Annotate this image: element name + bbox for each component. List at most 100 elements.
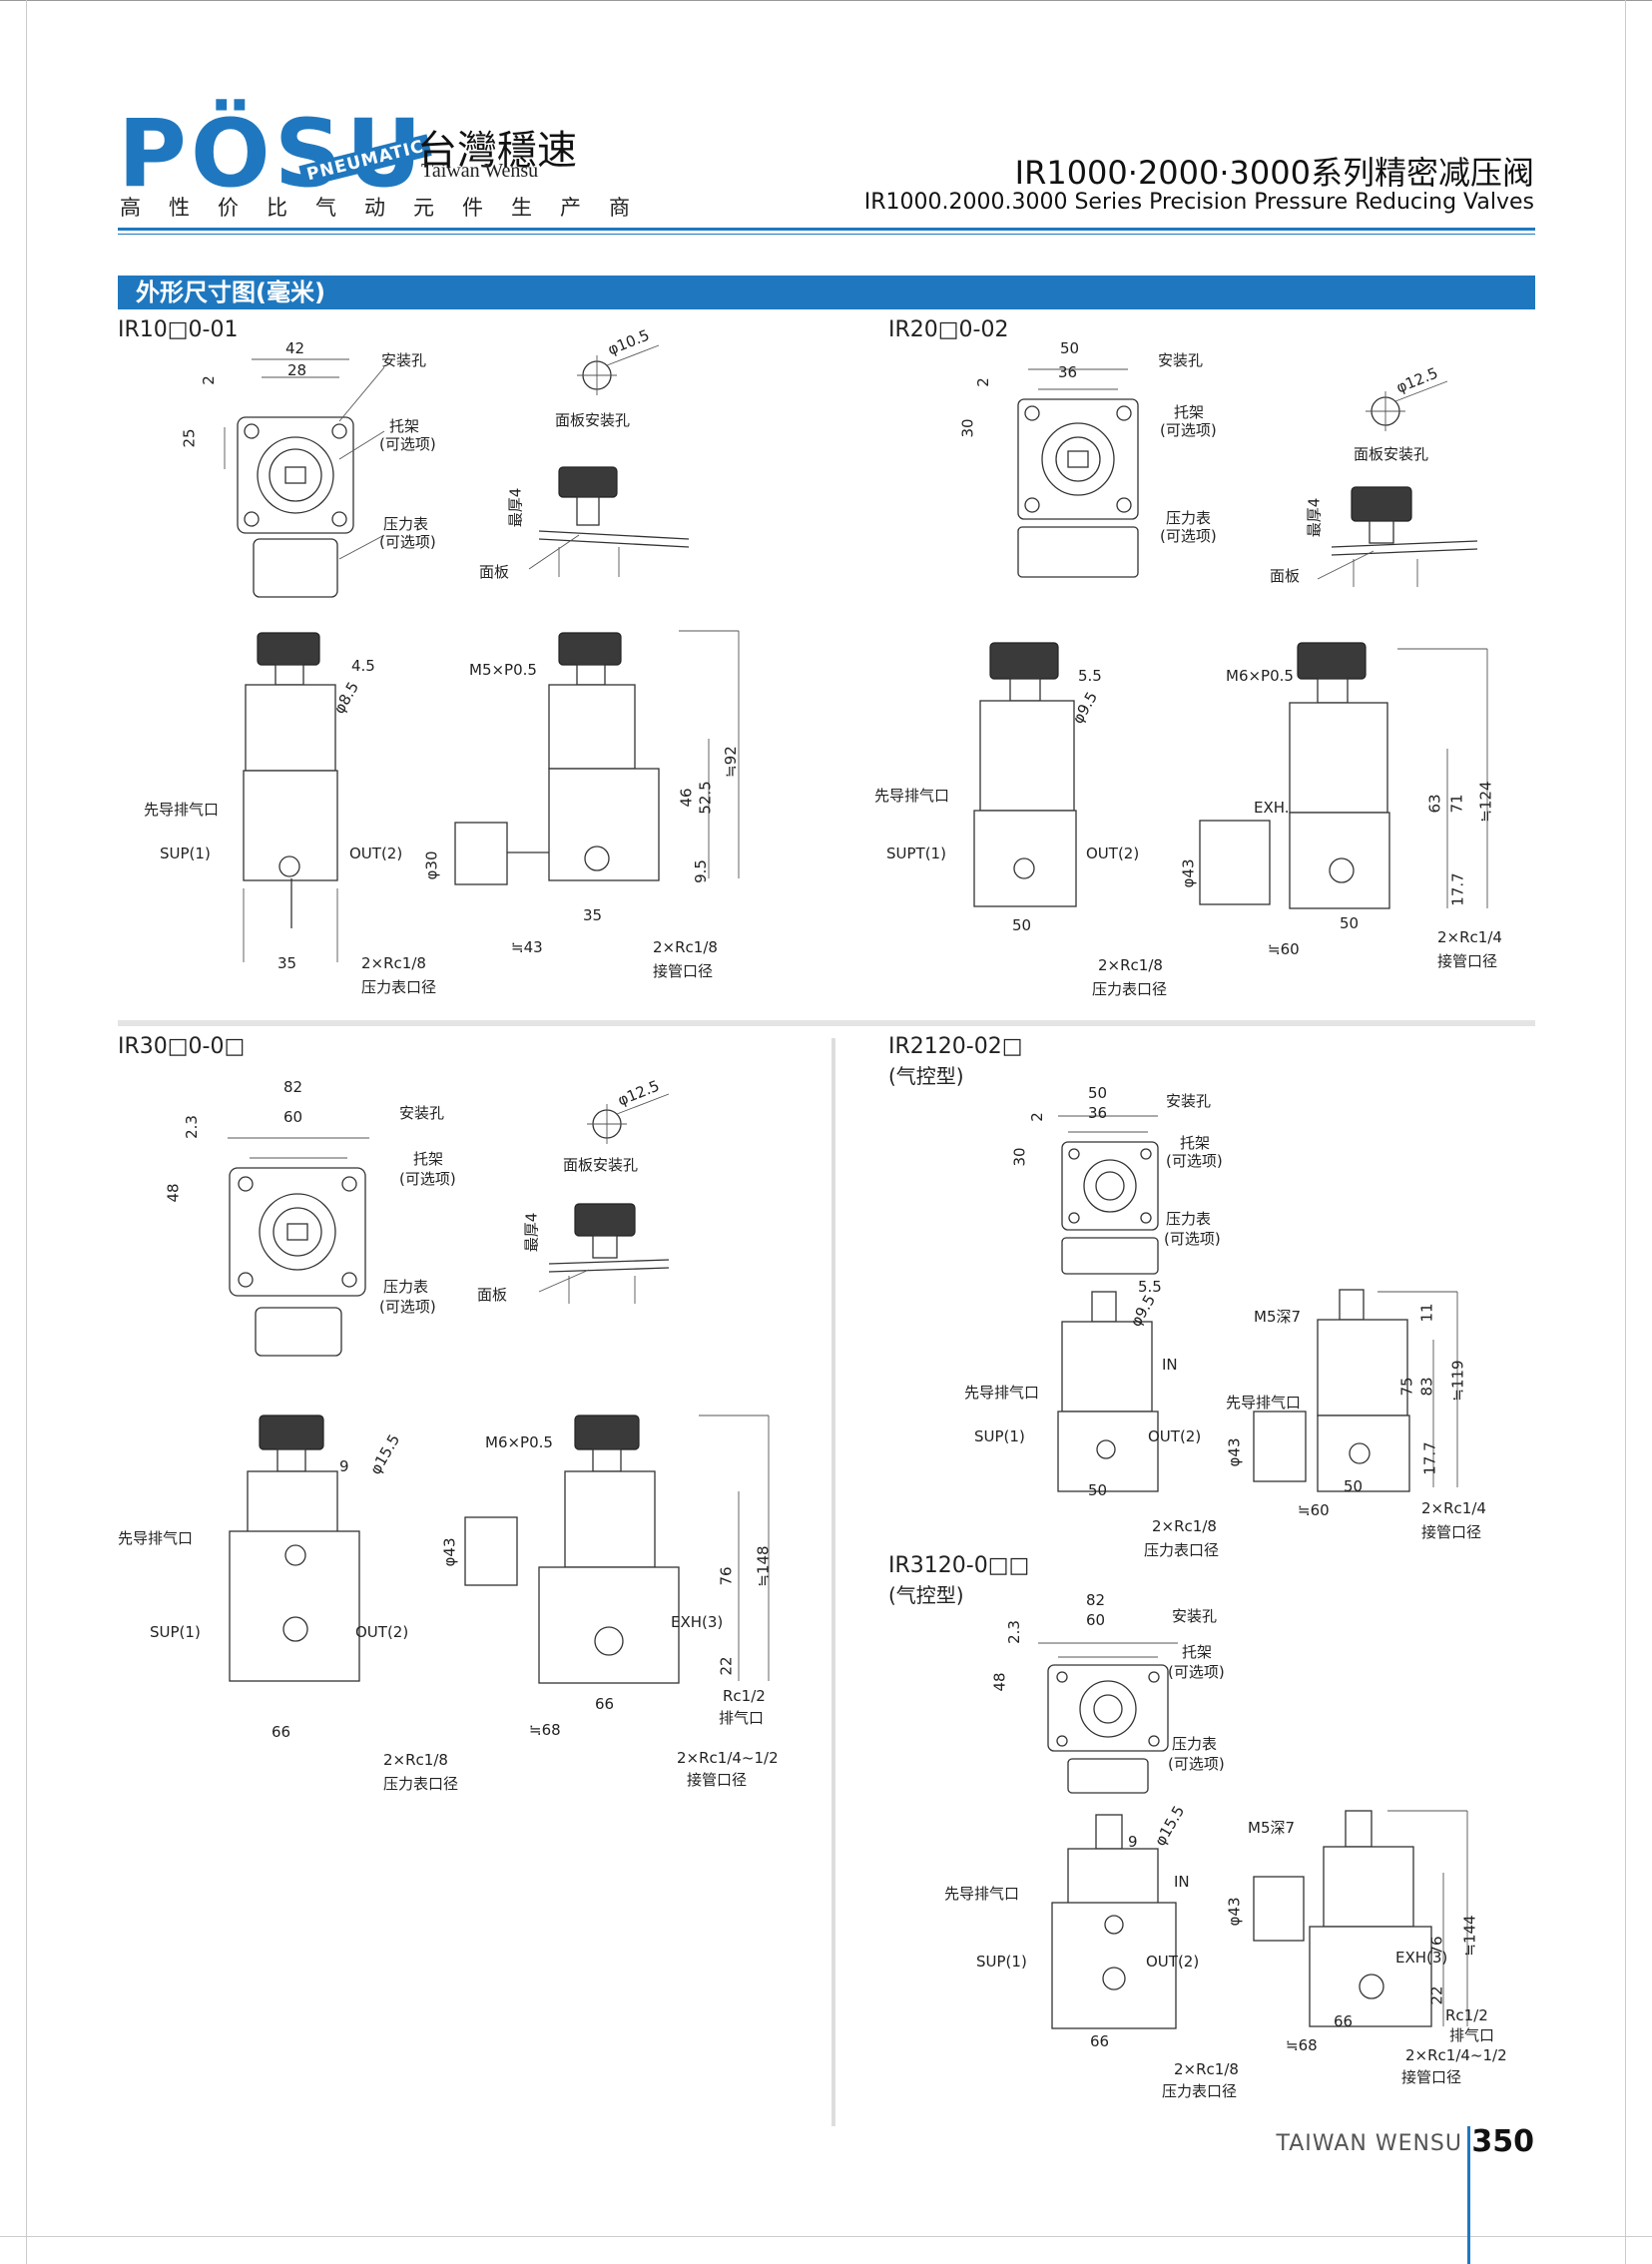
ir2120-gauge-optional: (可选项) bbox=[1164, 1230, 1221, 1248]
page-title-en: IR1000.2000.3000 Series Precision Pressu… bbox=[863, 190, 1534, 215]
ir2120-out-port: OUT(2) bbox=[1148, 1427, 1202, 1445]
ir2120-pilot-exhaust: 先导排气口 bbox=[964, 1384, 1040, 1402]
ir3000-dim-148: ≒148 bbox=[754, 1545, 773, 1587]
ir3000-dim-phi43: φ43 bbox=[440, 1537, 459, 1567]
ir2120-dim-60: ≒60 bbox=[1298, 1501, 1330, 1519]
ir2120-dim-5.5: 5.5 bbox=[1138, 1278, 1162, 1296]
ir2000-side-view bbox=[1199, 642, 1488, 909]
ir2000-dim-36: 36 bbox=[1058, 363, 1078, 381]
ir3120-in-label: IN bbox=[1174, 1873, 1190, 1891]
ir1000-panel-hole bbox=[577, 344, 660, 395]
ir3000-dim-82: 82 bbox=[283, 1078, 303, 1096]
ir3120-dim-144: ≒144 bbox=[1460, 1915, 1479, 1957]
ir1000-pipe-port: 接管口径 bbox=[653, 962, 714, 980]
footer-rule bbox=[1467, 2126, 1470, 2264]
ir2120-thread: M5深7 bbox=[1254, 1308, 1302, 1326]
ir3120-dim-48: 48 bbox=[990, 1672, 1009, 1692]
ir1000-dim-2: 2 bbox=[199, 375, 218, 385]
ir2120-bracket-label: 托架 bbox=[1180, 1134, 1211, 1152]
ir3000-pilot-exhaust: 先导排气口 bbox=[118, 1529, 194, 1547]
ir3120-gauge-port: 压力表口径 bbox=[1162, 2082, 1238, 2100]
page-number: 350 bbox=[1471, 2124, 1534, 2159]
ir2000-dim-124: ≒124 bbox=[1476, 781, 1495, 823]
ir1000-dim-28: 28 bbox=[287, 361, 307, 379]
ir2120-dim-phi43: φ43 bbox=[1225, 1437, 1244, 1467]
header-rule-thin bbox=[118, 234, 1535, 235]
ir3120-front-view bbox=[1051, 1814, 1177, 2029]
ir2120-dim-50a: 50 bbox=[1088, 1481, 1108, 1499]
ir3120-out-port: OUT(2) bbox=[1146, 1953, 1200, 1971]
ir1000-front-view bbox=[243, 632, 338, 962]
ir2000-bracket-optional: (可选项) bbox=[1160, 421, 1217, 439]
ir2120-pipe-port: 接管口径 bbox=[1421, 1523, 1482, 1541]
ir3000-out-port: OUT(2) bbox=[355, 1623, 409, 1641]
ir2000-dim-63: 63 bbox=[1425, 794, 1444, 814]
ir2120-front-view bbox=[1057, 1291, 1159, 1492]
ir2000-panel-hole bbox=[1366, 380, 1448, 431]
ir1000-dim-4.5: 4.5 bbox=[351, 657, 375, 675]
ir2120-bracket-optional: (可选项) bbox=[1166, 1152, 1223, 1170]
ir3000-dim-22: 22 bbox=[717, 1656, 736, 1676]
ir3000-dim-68: ≒68 bbox=[529, 1721, 561, 1739]
section-divider-horizontal bbox=[118, 1020, 1535, 1026]
ir2000-mount-hole-label: 安装孔 bbox=[1158, 351, 1204, 369]
model-ir2000: IR20□0-02 bbox=[888, 317, 1009, 342]
ir2120-gauge-label: 压力表 bbox=[1166, 1210, 1212, 1228]
ir1000-top-view bbox=[224, 358, 385, 598]
ir2000-out-port: OUT(2) bbox=[1086, 845, 1140, 862]
ir3000-dim-2.3: 2.3 bbox=[182, 1115, 201, 1139]
ir3000-gauge-optional: (可选项) bbox=[379, 1298, 436, 1316]
ir3120-dim-22: 22 bbox=[1427, 1985, 1446, 2005]
ir2000-gauge-port: 压力表口径 bbox=[1092, 980, 1168, 998]
ir3000-bracket-optional: (可选项) bbox=[399, 1170, 456, 1188]
ir1000-sup-port: SUP(1) bbox=[160, 845, 211, 862]
ir3000-front-view bbox=[229, 1415, 360, 1682]
ir3120-exh-label: EXH(3) bbox=[1395, 1949, 1448, 1967]
ir2000-dim-60: ≒60 bbox=[1268, 940, 1300, 958]
model-ir3120: IR3120-0□□ bbox=[888, 1553, 1030, 1578]
ir1000-dim-92: ≒92 bbox=[721, 746, 740, 778]
ir3120-bracket-label: 托架 bbox=[1182, 1643, 1213, 1661]
ir2120-pilot-exhaust-side: 先导排气口 bbox=[1226, 1394, 1302, 1412]
ir2120-dim-36: 36 bbox=[1088, 1104, 1108, 1122]
ir3000-thread: M6×P0.5 bbox=[485, 1433, 553, 1451]
ir3000-top-view bbox=[228, 1137, 369, 1357]
ir3120-pilot-exhaust: 先导排气口 bbox=[944, 1885, 1020, 1903]
ir1000-thread: M5×P0.5 bbox=[469, 661, 537, 679]
ir3120-gauge-optional: (可选项) bbox=[1168, 1755, 1225, 1773]
crop-mark-top bbox=[0, 0, 1652, 1]
crop-mark-right bbox=[1625, 0, 1626, 2264]
ir3000-dim-9: 9 bbox=[339, 1457, 349, 1475]
ir3120-mount-hole-label: 安装孔 bbox=[1172, 1607, 1218, 1625]
ir2000-dim-5.5: 5.5 bbox=[1078, 667, 1102, 685]
ir2120-mount-hole-label: 安装孔 bbox=[1166, 1092, 1212, 1110]
ir1000-pilot-exhaust: 先导排气口 bbox=[144, 801, 220, 819]
ir3000-panel-label: 面板 bbox=[477, 1286, 508, 1304]
ir2120-dim-30: 30 bbox=[1010, 1147, 1029, 1167]
section-divider-vertical bbox=[831, 1038, 835, 2126]
ir3000-rc-pipe: 2×Rc1/4~1/2 bbox=[677, 1749, 779, 1767]
crop-mark-left bbox=[26, 0, 27, 2264]
ir1000-dim-9.5: 9.5 bbox=[691, 859, 710, 883]
ir3000-dim-76: 76 bbox=[717, 1566, 736, 1586]
ir2120-dim-50: 50 bbox=[1088, 1084, 1108, 1102]
ir3000-panel-hole bbox=[587, 1093, 670, 1144]
ir3120-dim-9: 9 bbox=[1128, 1833, 1138, 1851]
ir1000-dim-phi30: φ30 bbox=[422, 850, 441, 880]
ir2000-dim-2: 2 bbox=[973, 377, 992, 387]
ir3000-dim-60: 60 bbox=[283, 1108, 303, 1126]
ir3120-gauge-label: 压力表 bbox=[1172, 1735, 1218, 1753]
ir2000-dim-50: 50 bbox=[1060, 339, 1080, 357]
ir2000-rc-pipe: 2×Rc1/4 bbox=[1437, 928, 1502, 946]
ir3120-type: (气控型) bbox=[888, 1583, 964, 1607]
ir2000-dim-phi43: φ43 bbox=[1179, 858, 1198, 888]
ir1000-rc-gauge: 2×Rc1/8 bbox=[361, 954, 426, 972]
ir2120-side-view bbox=[1253, 1289, 1458, 1492]
ir1000-dim-35b: 35 bbox=[583, 906, 603, 924]
ir1000-dim-52.5: 52.5 bbox=[696, 781, 715, 815]
slogan: 高性价比气动元件生产商 bbox=[120, 196, 658, 220]
ir3120-dim-66b: 66 bbox=[1334, 2012, 1354, 2030]
ir1000-bracket-optional: (可选项) bbox=[379, 435, 436, 453]
ir1000-panel-mount bbox=[528, 466, 690, 577]
ir2120-in-label: IN bbox=[1162, 1356, 1178, 1374]
